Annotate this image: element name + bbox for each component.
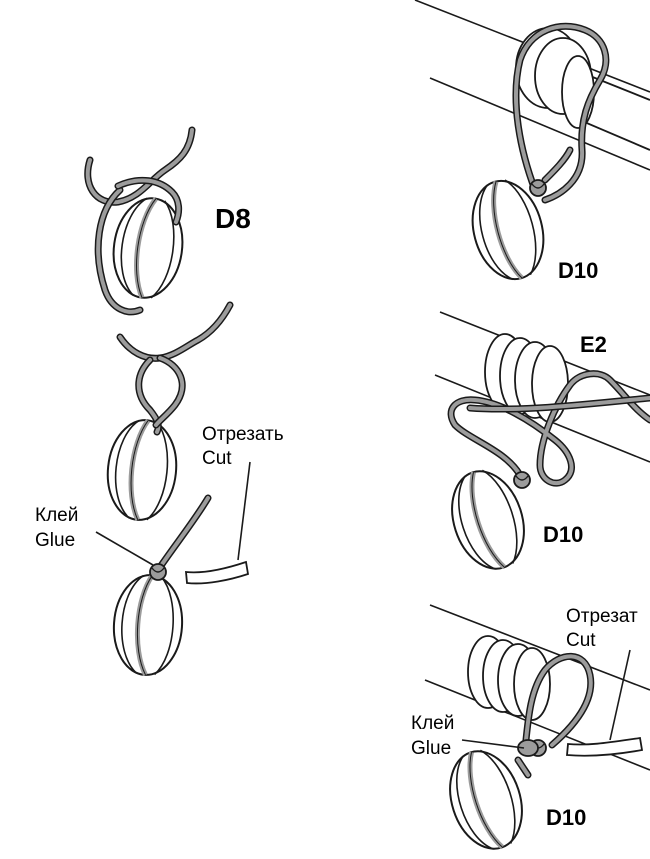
bead-d8-2 (103, 417, 181, 524)
knot-e2 (514, 472, 530, 488)
cut-piece-left (186, 562, 248, 583)
label-glue-left-en: Glue (35, 530, 75, 551)
glue-pointer-left (96, 532, 153, 565)
label-cut-right-ru: Отрезат (566, 606, 638, 627)
label-d10-mid: D10 (543, 522, 583, 547)
label-cut-right-en: Cut (566, 630, 596, 651)
bead-d8-3 (111, 573, 186, 677)
knot-d8-3 (150, 564, 166, 580)
pole-top (415, 0, 650, 170)
label-cut-left-en: Cut (202, 448, 232, 469)
label-cut-left-ru: Отрезать (202, 424, 284, 445)
label-e2: E2 (580, 332, 607, 357)
step-d8-first (88, 130, 192, 312)
label-d8: D8 (215, 203, 251, 234)
label-d10-top: D10 (558, 258, 598, 283)
label-glue-right-ru: Клей (411, 713, 454, 734)
label-glue-right-en: Glue (411, 738, 451, 759)
cut-pointer-left (238, 462, 250, 560)
knot-d10-top (530, 180, 546, 196)
label-d10-bottom: D10 (546, 805, 586, 830)
cut-pointer-right (610, 650, 630, 740)
step-d8-second (103, 305, 230, 523)
label-glue-left-ru: Клей (35, 505, 78, 526)
cord-d8-2 (120, 305, 230, 432)
step-d10-bottom (425, 605, 650, 858)
step-d10-top (415, 0, 650, 287)
cord-d8-3 (158, 498, 208, 570)
glue-pointer-right (462, 740, 524, 748)
